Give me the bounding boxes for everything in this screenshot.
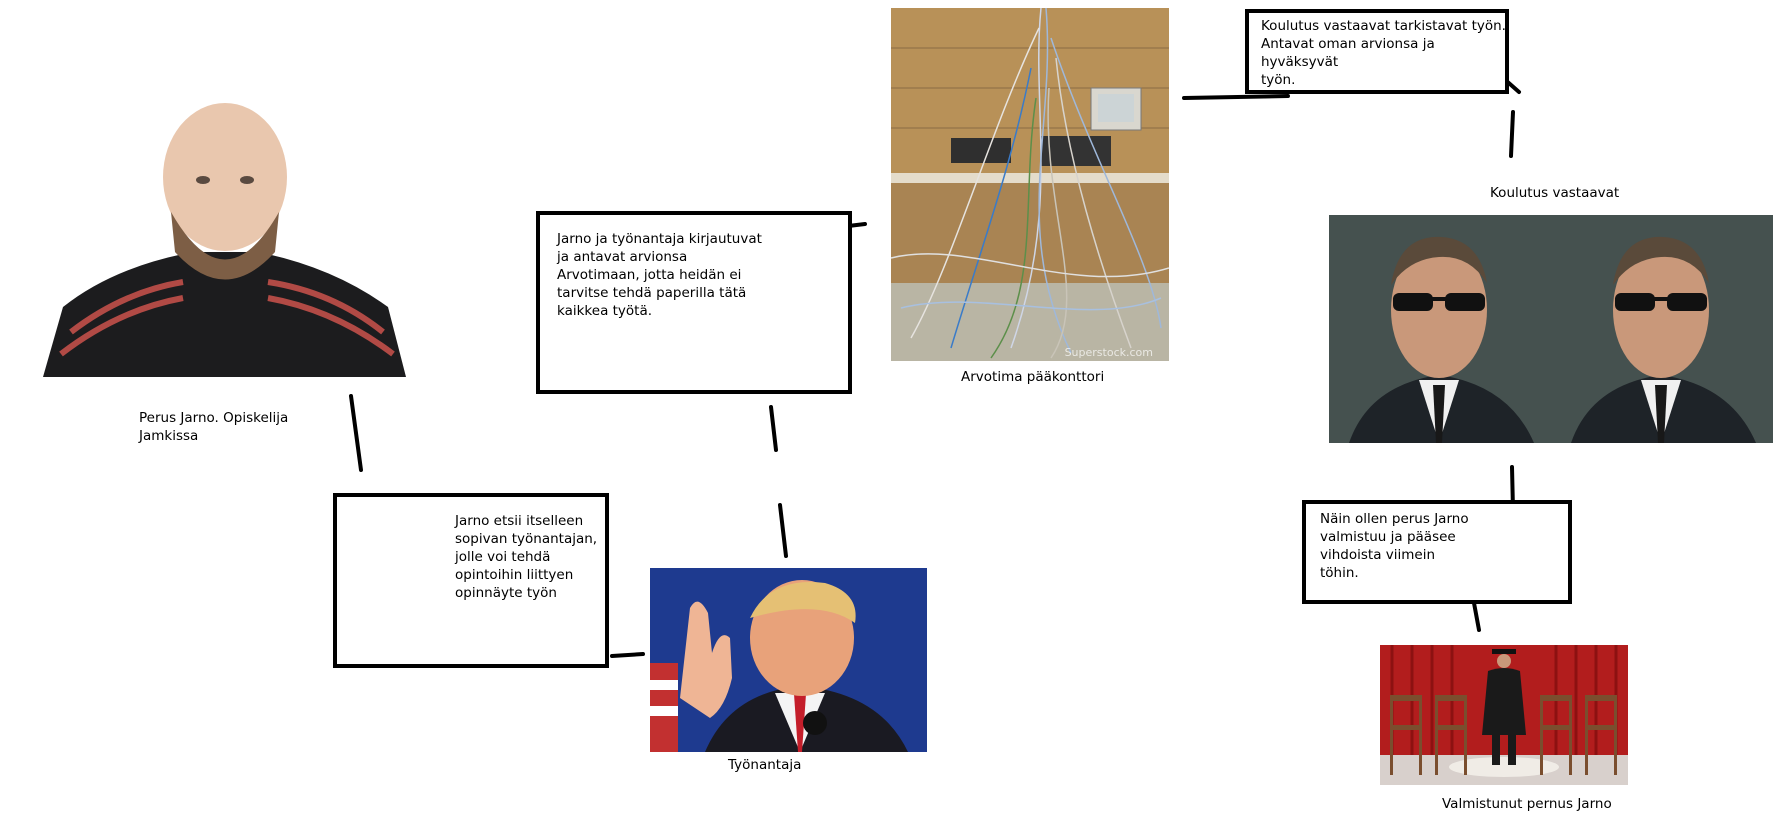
graduate-photo [1380,645,1628,785]
connector-jarno-to-search [349,394,363,472]
review-box: Koulutus vastaavat tarkistavat työn. Ant… [1245,9,1509,94]
employer-photo [650,568,927,752]
connector-employer-up-1 [778,503,788,558]
jarno-photo [43,92,406,377]
login-box: Jarno ja työnantaja kirjautuvat ja antav… [536,211,852,394]
review-box-text: Koulutus vastaavat tarkistavat työn. Ant… [1261,18,1506,88]
connector-office-to-review [1182,94,1290,100]
training-label: Koulutus vastaavat [1490,185,1620,201]
login-box-text: Jarno ja työnantaja kirjautuvat ja antav… [557,231,762,319]
connector-graduation-to-photo [1472,601,1481,632]
office-label: Arvotima pääkonttori [961,369,1105,385]
graduation-box: Näin ollen perus Jarno valmistuu ja pääs… [1302,500,1572,604]
connector-review-to-training-2 [1509,110,1515,158]
search-box: Jarno etsii itselleen sopivan työnantaja… [333,493,609,668]
office-watermark: Superstock.com [1064,346,1153,359]
training-photo [1329,215,1773,443]
office-photo: Superstock.com [891,8,1169,361]
search-box-text: Jarno etsii itselleen sopivan työnantaja… [455,513,598,601]
connector-search-to-employer [610,652,645,658]
graduate-label: Valmistunut pernus Jarno [1442,796,1612,812]
jarno-label: Perus Jarno. Opiskelija Jamkissa [139,410,289,444]
graduation-box-text: Näin ollen perus Jarno valmistuu ja pääs… [1320,511,1469,581]
employer-label: Työnantaja [728,757,802,773]
connector-employer-up-2 [769,405,778,452]
